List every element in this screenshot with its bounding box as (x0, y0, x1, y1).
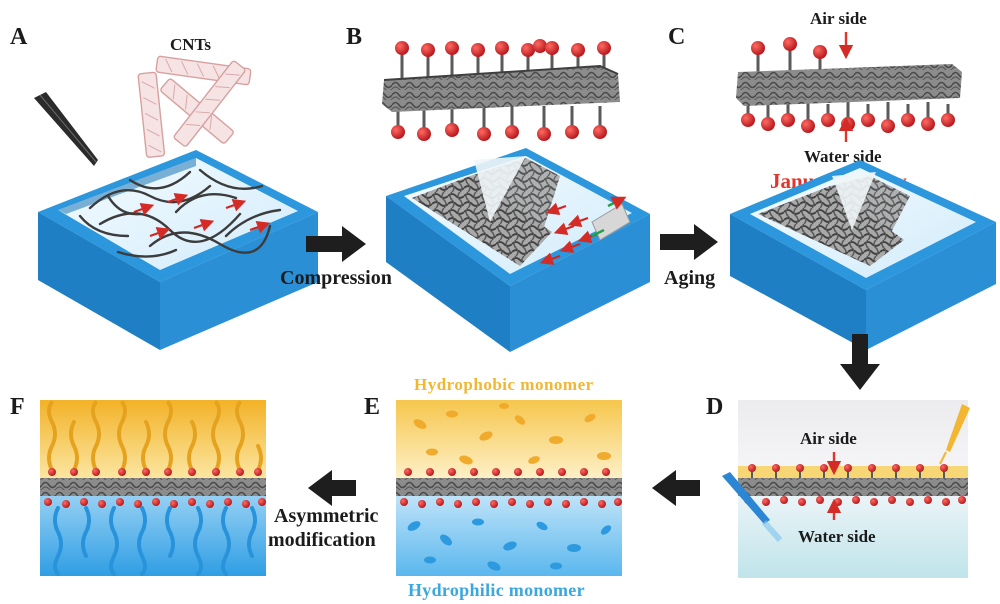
panel-b: B (346, 24, 650, 352)
step-aging: Aging (664, 267, 715, 289)
pipette-icon (939, 404, 970, 465)
panel-letter-f: F (10, 394, 25, 420)
hydrophilic-monomer-label: Hydrophilic monomer (408, 580, 585, 600)
process-arrow-icon (660, 224, 718, 260)
step-asymmetric-line1: Asymmetric (274, 505, 379, 527)
step-asymmetric-line2: modification (268, 529, 376, 551)
step-compression: Compression (280, 267, 392, 289)
panel-d: D Air side (706, 394, 970, 578)
cnt-film-e (396, 468, 622, 508)
janus-film-d (738, 464, 968, 506)
panel-e: E Hydrophobic monomer (364, 375, 622, 600)
hydrophilic-brushes (53, 506, 257, 576)
panel-letter-d: D (706, 394, 723, 420)
pipette-icon (34, 92, 98, 166)
air-side-label-c: Air side (810, 9, 867, 28)
process-arrow-icon (652, 470, 700, 506)
barrier-icon (591, 196, 631, 241)
cnt-film-f (40, 468, 266, 508)
panel-letter-b: B (346, 24, 362, 50)
panel-letter-e: E (364, 394, 380, 420)
air-side-label-d: Air side (800, 429, 857, 448)
hydrophobic-monomers (413, 403, 611, 465)
hydrophobic-brushes (47, 400, 263, 472)
panel-a: A CNTs (10, 24, 318, 350)
hydrophilic-monomers (407, 518, 612, 571)
panel-letter-a: A (10, 24, 28, 50)
panel-letter-c: C (668, 24, 685, 50)
water-side-label-d: Water side (798, 527, 876, 546)
cnt-film-b (382, 39, 620, 141)
trough-a (34, 92, 318, 350)
panel-c: C Air side Water si (668, 9, 996, 350)
trough-b (386, 148, 650, 352)
panel-f: F (10, 394, 266, 576)
cnt-label: CNTs (170, 35, 211, 54)
process-arrow-icon (306, 226, 366, 262)
trough-c (730, 160, 996, 350)
janus-film-c (736, 37, 962, 133)
pipette-icon (722, 472, 783, 542)
water-side-label-c: Water side (804, 147, 882, 166)
hydrophobic-monomer-label: Hydrophobic monomer (414, 375, 594, 394)
cnt-tubes (137, 55, 252, 158)
process-arrow-icon (308, 470, 356, 506)
process-arrow-icon (840, 334, 880, 390)
